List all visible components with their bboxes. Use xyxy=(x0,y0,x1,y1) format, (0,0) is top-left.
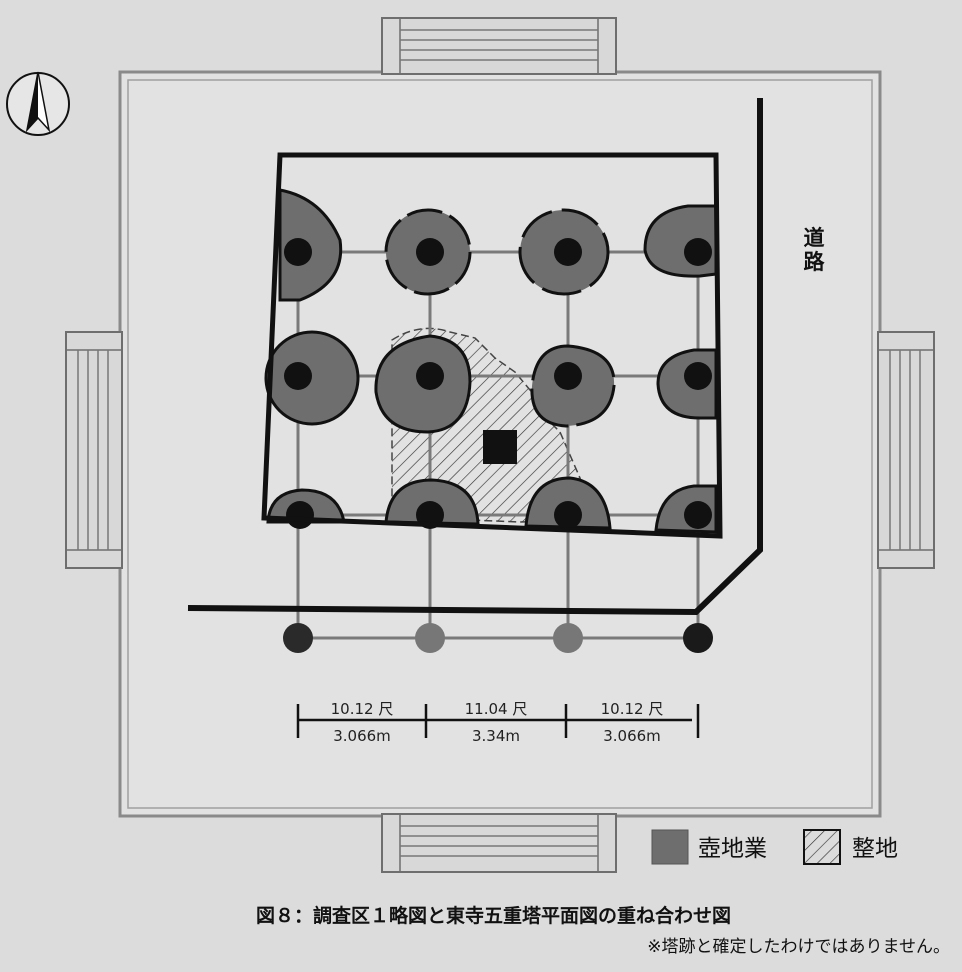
figure-note: ※塔跡と確定したわけではありません。 xyxy=(647,937,950,957)
dim-1-meters: 3.066m xyxy=(333,727,391,745)
road-label-char-2: 路 xyxy=(804,250,826,274)
dim-2-shaku: 11.04 尺 xyxy=(465,700,528,718)
pillar-grid-lines xyxy=(296,250,700,640)
pillar-r3c4 xyxy=(684,501,712,529)
pillar-r1c4 xyxy=(684,238,712,266)
pit-r1c1 xyxy=(278,188,343,302)
pillar-r1c1 xyxy=(284,238,312,266)
pillar-r4c2 xyxy=(415,623,445,653)
road-line xyxy=(187,98,763,616)
stairs-north xyxy=(381,17,617,75)
pillar-r1c3 xyxy=(554,238,582,266)
pillar-r2c4 xyxy=(684,362,712,390)
stairs-south xyxy=(381,813,617,873)
pit-r2c1 xyxy=(264,330,360,426)
legend-tsubo-label: 壺地業 xyxy=(698,836,767,862)
legend-seichi-label: 整地 xyxy=(852,836,898,862)
platform-inner-frame xyxy=(127,79,873,809)
dim-2-meters: 3.34m xyxy=(472,727,520,745)
survey-area-boundary xyxy=(261,152,723,539)
pillar-r4c1 xyxy=(283,623,313,653)
road-label-char-1: 道 xyxy=(804,226,825,250)
pillar-r3c1 xyxy=(286,501,314,529)
pillar-positions xyxy=(283,238,713,653)
central-pillar-foundation xyxy=(483,430,517,464)
legend-seichi-swatch xyxy=(803,829,841,865)
pillar-r2c3 xyxy=(554,362,582,390)
dim-3-shaku: 10.12 尺 xyxy=(601,700,664,718)
pillar-r2c2 xyxy=(416,362,444,390)
dimension-scale xyxy=(296,704,700,738)
dim-3-meters: 3.066m xyxy=(603,727,661,745)
pillar-r3c3 xyxy=(554,501,582,529)
dim-1-shaku: 10.12 尺 xyxy=(331,700,394,718)
pillar-r1c2 xyxy=(416,238,444,266)
stairs-east xyxy=(877,331,935,569)
legend-tsubo-swatch xyxy=(651,829,689,865)
figure-caption: 図８：調査区１略図と東寺五重塔平面図の重ね合わせ図 xyxy=(256,904,731,927)
north-arrow-icon xyxy=(6,71,70,136)
stairs-west xyxy=(65,331,123,569)
pillar-r4c4 xyxy=(683,623,713,653)
pillar-r2c1 xyxy=(284,362,312,390)
legend: 壺地業 整地 xyxy=(651,829,898,865)
pillar-r4c3 xyxy=(553,623,583,653)
